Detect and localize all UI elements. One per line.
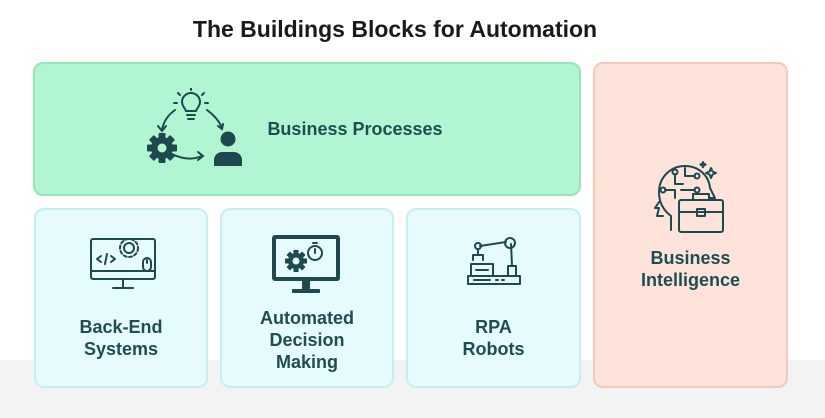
back-end-systems-label: Back-End Systems bbox=[79, 317, 163, 359]
process-cycle-icon bbox=[147, 88, 242, 166]
robotic-arm-icon bbox=[467, 237, 521, 285]
head-briefcase-icon bbox=[654, 161, 724, 233]
diagram-title: The Buildings Blocks for Automation bbox=[192, 16, 598, 42]
business-processes-label: Business Processes bbox=[267, 119, 443, 139]
monitor-code-gear-icon bbox=[90, 238, 156, 289]
rpa-robots-card bbox=[406, 208, 581, 388]
business-processes-card bbox=[33, 62, 581, 196]
rpa-robots-label: RPA Robots bbox=[462, 317, 525, 359]
automated-decision-making-label: Automated Decision Making bbox=[260, 308, 354, 372]
business-intelligence-card bbox=[593, 62, 788, 388]
business-intelligence-label: Business Intelligence bbox=[640, 248, 741, 290]
monitor-gear-stopwatch-icon bbox=[272, 235, 340, 293]
